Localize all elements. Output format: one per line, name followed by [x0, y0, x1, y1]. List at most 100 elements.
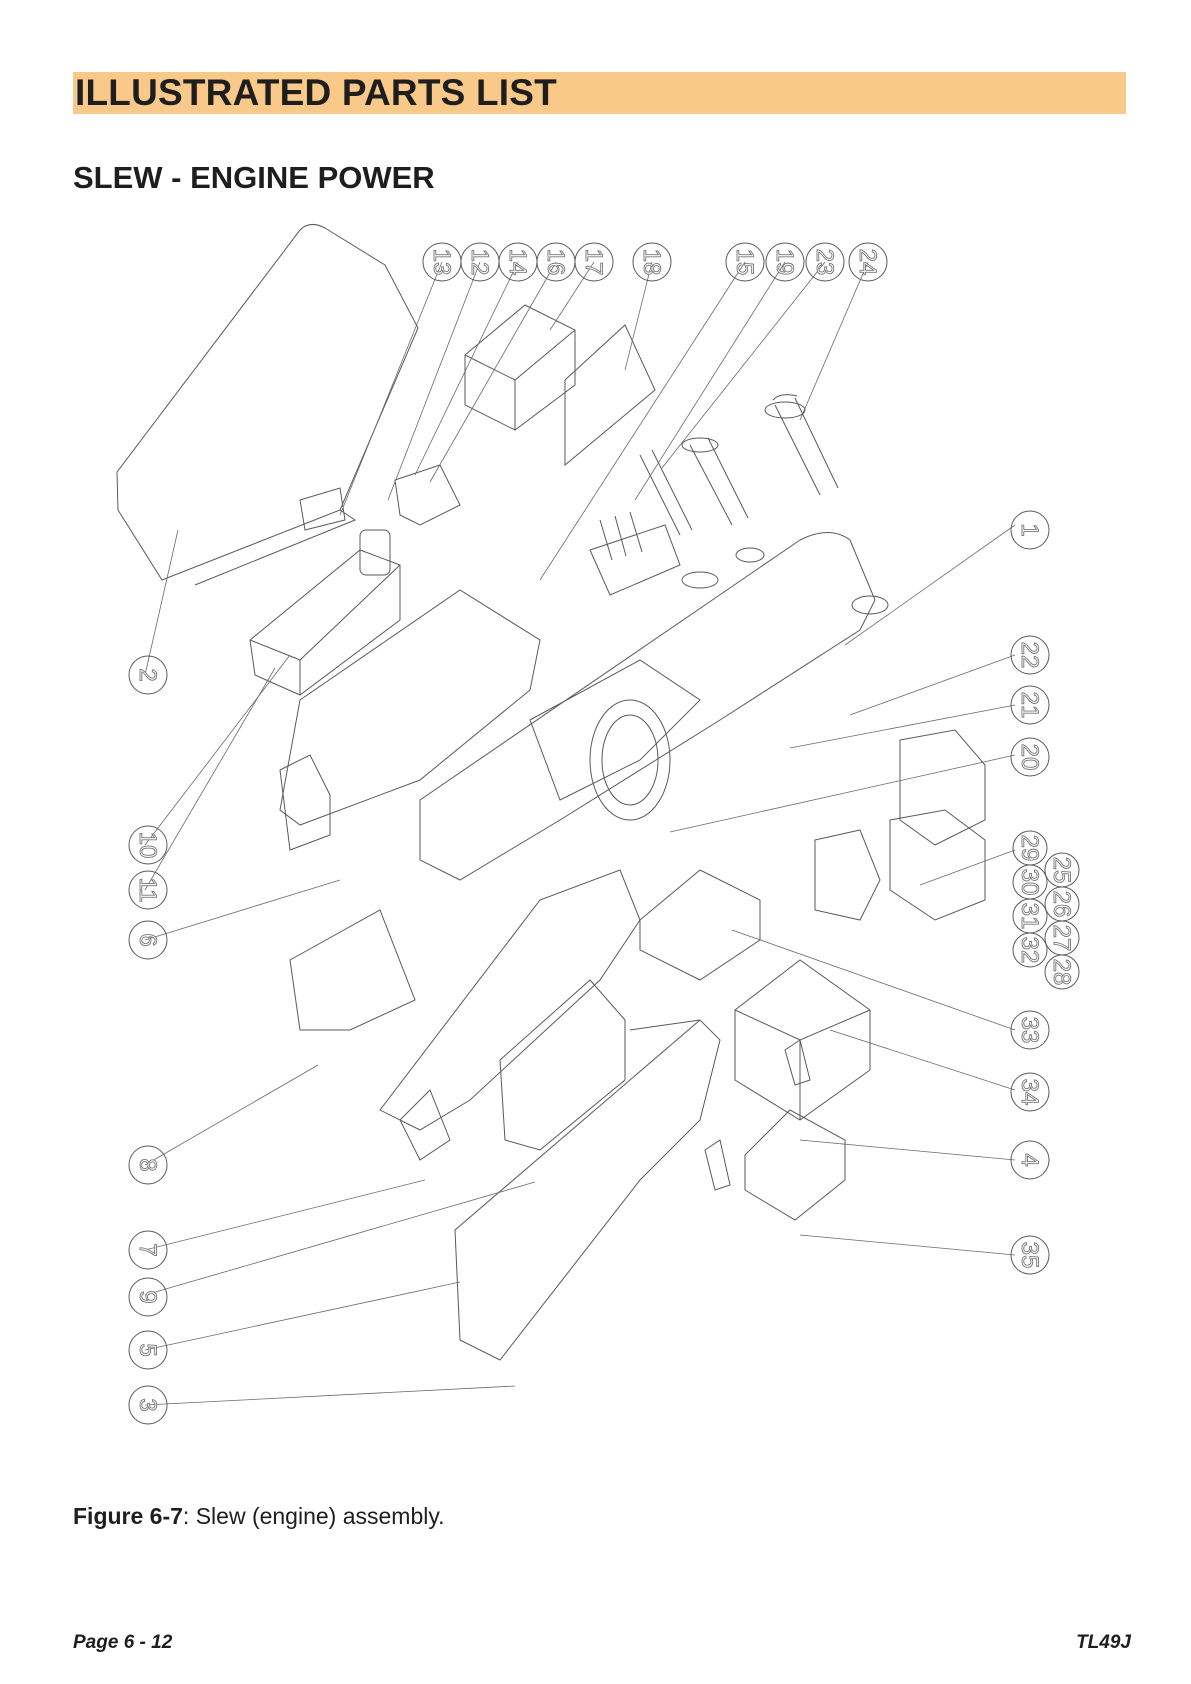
- callout-23: 23: [806, 243, 844, 281]
- part-lower-frame: [380, 870, 640, 1130]
- part-lower-bracket: [640, 870, 760, 980]
- footer-model: TL49J: [1076, 1632, 1131, 1654]
- part-lower-box: [735, 960, 870, 1120]
- part-clip-5: [705, 1140, 730, 1190]
- svg-text:33: 33: [1016, 1017, 1043, 1044]
- svg-text:31: 31: [1016, 903, 1043, 930]
- svg-text:13: 13: [428, 249, 455, 276]
- part-filter: [360, 530, 390, 575]
- callout-19: 19: [766, 243, 804, 281]
- figure-caption-text: : Slew (engine) assembly.: [183, 1503, 445, 1529]
- callout-1: 1: [1011, 511, 1049, 549]
- part-tube-23: [690, 438, 748, 525]
- callout-34: 34: [1011, 1073, 1049, 1111]
- part-side-frame: [280, 590, 540, 825]
- callout-17: 17: [575, 243, 613, 281]
- svg-text:3: 3: [134, 1398, 161, 1411]
- svg-text:28: 28: [1048, 959, 1075, 986]
- callout-33: 33: [1011, 1011, 1049, 1049]
- svg-text:24: 24: [854, 249, 881, 276]
- svg-text:21: 21: [1016, 692, 1043, 719]
- part-motor-housing: [900, 730, 985, 845]
- svg-text:22: 22: [1016, 642, 1043, 669]
- part-lower-frame-web: [400, 1090, 450, 1160]
- callout-14: 14: [499, 243, 537, 281]
- callout-12: 12: [461, 243, 499, 281]
- svg-text:35: 35: [1016, 1242, 1043, 1269]
- part-panel-9: [500, 980, 625, 1150]
- svg-text:9: 9: [134, 1290, 161, 1303]
- callout-15: 15: [726, 243, 764, 281]
- callout-32: 32: [1013, 933, 1047, 967]
- part-box-35: [745, 1110, 845, 1220]
- part-bottom-cover: [455, 1020, 720, 1360]
- svg-text:11: 11: [134, 878, 161, 903]
- svg-text:10: 10: [134, 832, 161, 859]
- svg-text:15: 15: [731, 249, 758, 276]
- callout-24: 24: [849, 243, 887, 281]
- part-valve-block: [395, 465, 460, 525]
- callout-28: 28: [1045, 955, 1079, 989]
- callout-25: 25: [1045, 853, 1079, 887]
- part-slew-frame-lower: [530, 660, 700, 800]
- exploded-parts-diagram: 13 12 14 16 17 18 15 19 23 24 1 22 21 20…: [0, 220, 1191, 1480]
- part-motor-cap: [890, 810, 985, 920]
- callout-26: 26: [1045, 887, 1079, 921]
- svg-text:6: 6: [134, 933, 161, 946]
- figure-caption: Figure 6-7: Slew (engine) assembly.: [73, 1503, 445, 1530]
- leader-lines: [145, 262, 1015, 1405]
- part-plate-18: [565, 325, 655, 465]
- svg-text:12: 12: [466, 249, 493, 276]
- callout-5: 5: [129, 1331, 167, 1369]
- callout-18: 18: [633, 243, 671, 281]
- svg-text:20: 20: [1016, 744, 1043, 771]
- svg-text:34: 34: [1016, 1079, 1043, 1106]
- svg-text:14: 14: [504, 249, 531, 276]
- part-clip-4: [785, 1040, 810, 1085]
- part-bolt-cluster: [590, 512, 680, 595]
- callout-10: 10: [129, 826, 167, 864]
- part-box-top: [465, 305, 575, 430]
- part-tube-24: [773, 395, 838, 495]
- callout-6: 6: [129, 921, 167, 959]
- part-drawings: [117, 224, 985, 1360]
- callout-3: 3: [129, 1386, 167, 1424]
- callout-11: 11: [129, 871, 167, 909]
- callout-30: 30: [1013, 865, 1047, 899]
- part-cover-panel: [117, 224, 418, 580]
- svg-text:29: 29: [1016, 835, 1043, 862]
- callout-35: 35: [1011, 1236, 1049, 1274]
- footer-page-number: Page 6 - 12: [73, 1632, 172, 1654]
- section-title: SLEW - ENGINE POWER: [73, 160, 435, 196]
- svg-text:2: 2: [134, 668, 161, 681]
- svg-text:4: 4: [1016, 1153, 1043, 1166]
- callout-20: 20: [1011, 738, 1049, 776]
- callout-29: 29: [1013, 831, 1047, 865]
- svg-text:1: 1: [1016, 523, 1043, 536]
- callout-31: 31: [1013, 899, 1047, 933]
- svg-text:26: 26: [1048, 891, 1075, 918]
- callout-27: 27: [1045, 921, 1079, 955]
- svg-text:7: 7: [134, 1243, 161, 1256]
- svg-text:19: 19: [771, 249, 798, 276]
- callout-13: 13: [423, 243, 461, 281]
- part-motor-base: [815, 830, 880, 920]
- svg-text:25: 25: [1048, 857, 1075, 884]
- callout-9: 9: [129, 1278, 167, 1316]
- callout-21: 21: [1011, 686, 1049, 724]
- header-banner: ILLUSTRATED PARTS LIST: [73, 72, 1126, 114]
- svg-text:18: 18: [638, 249, 665, 276]
- svg-text:30: 30: [1016, 869, 1043, 896]
- svg-text:32: 32: [1016, 937, 1043, 964]
- svg-text:23: 23: [811, 249, 838, 276]
- svg-text:8: 8: [134, 1158, 161, 1171]
- callout-7: 7: [129, 1231, 167, 1269]
- callout-markers: 13 12 14 16 17 18 15 19 23 24 1 22 21 20…: [129, 243, 1079, 1424]
- callout-8: 8: [129, 1146, 167, 1184]
- page-header-title: ILLUSTRATED PARTS LIST: [75, 72, 557, 113]
- part-battery-box: [250, 550, 400, 695]
- callout-22: 22: [1011, 636, 1049, 674]
- callout-16: 16: [537, 243, 575, 281]
- svg-text:17: 17: [580, 249, 607, 276]
